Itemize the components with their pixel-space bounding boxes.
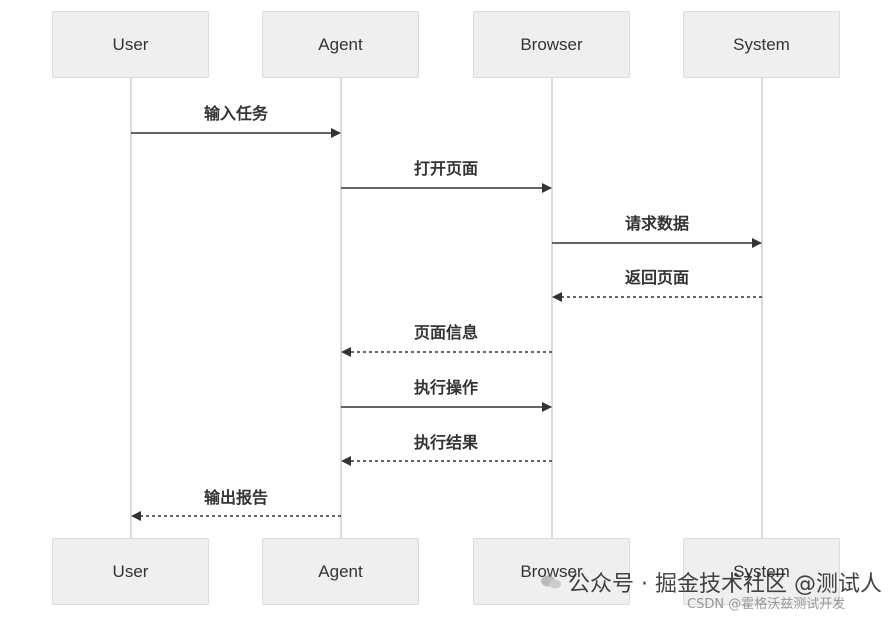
participant-user-top: User [52,11,209,78]
message-label: 执行操作 [413,378,479,397]
message-label: 执行结果 [413,433,479,452]
participant-user-bottom: User [52,538,209,605]
participant-browser-top: Browser [473,11,630,78]
participant-agent-top: Agent [262,11,419,78]
participant-system-top: System [683,11,840,78]
message-label: 返回页面 [624,268,690,287]
participant-system-bottom: System [683,538,840,605]
participant-browser-bottom: Browser [473,538,630,605]
message-label: 请求数据 [624,214,690,233]
message-label: 输出报告 [203,488,269,507]
message-label: 页面信息 [413,323,479,342]
message-label: 输入任务 [203,104,269,123]
participant-agent-bottom: Agent [262,538,419,605]
message-label: 打开页面 [413,159,479,178]
wechat-icon [541,575,561,589]
